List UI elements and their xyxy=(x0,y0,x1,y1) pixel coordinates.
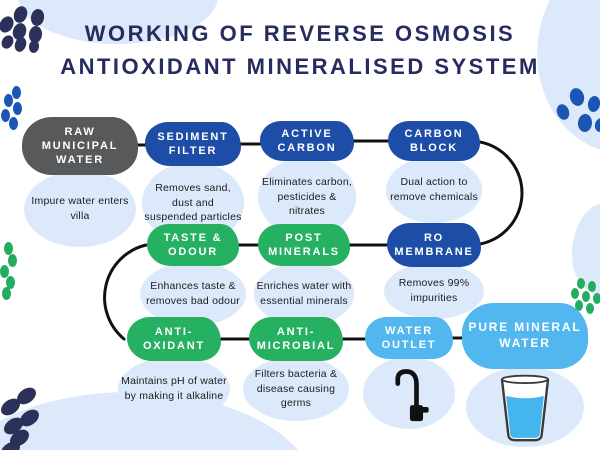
faucet-icon xyxy=(363,357,455,429)
page-title-line2: ANTIOXIDANT MINERALISED SYSTEM xyxy=(60,54,540,79)
stage-pill: TASTE & ODOUR xyxy=(147,224,239,266)
dots-cluster-left-green xyxy=(0,242,22,302)
stage-pill: RO MEMBRANE xyxy=(387,223,481,267)
stage-anti-microbial: ANTI-MICROBIAL Filters bacteria & diseas… xyxy=(243,317,349,421)
connector-loop-left xyxy=(103,243,148,341)
stage-pill: RAW MUNICIPAL WATER xyxy=(22,117,138,175)
stage-taste-odour: TASTE & ODOUR Enhances taste & removes b… xyxy=(140,224,246,326)
stage-post-minerals: POST MINERALS Enriches water with essent… xyxy=(254,224,354,326)
connector-loop-right xyxy=(468,139,524,247)
stage-description: Removes 99% impurities xyxy=(384,263,484,319)
stage-description: Impure water enters villa xyxy=(24,171,136,247)
stage-pill: ACTIVE CARBON xyxy=(260,121,354,161)
stage-ro-membrane: RO MEMBRANE Removes 99% impurities xyxy=(384,223,484,319)
faucet-icon-svg xyxy=(395,369,429,422)
glass-of-water-icon-svg xyxy=(500,374,550,442)
page-title-line1: WORKING OF REVERSE OSMOSIS xyxy=(84,21,516,46)
stage-active-carbon: ACTIVE CARBON Eliminates carbon, pestici… xyxy=(258,121,356,237)
stage-pill: POST MINERALS xyxy=(258,224,350,266)
stage-description: Enhances taste & removes bad odour xyxy=(140,262,246,326)
stage-carbon-block: CARBON BLOCK Dual action to remove chemi… xyxy=(386,121,482,223)
stage-raw-municipal-water: RAW MUNICIPAL WATER Impure water enters … xyxy=(22,117,138,247)
stage-description: Eliminates carbon, pesticides & nitrates xyxy=(258,157,356,237)
page-title: WORKING OF REVERSE OSMOSIS ANTIOXIDANT M… xyxy=(30,17,570,83)
glass-of-water-icon xyxy=(466,367,584,447)
dots-cluster-right-green xyxy=(562,275,600,317)
stage-pill: PURE MINERAL WATER xyxy=(462,303,588,369)
stage-pill: CARBON BLOCK xyxy=(388,121,480,161)
stage-pill: ANTI-MICROBIAL xyxy=(249,317,343,361)
stage-anti-oxidant: ANTI-OXIDANT Maintains pH of water by ma… xyxy=(118,317,230,421)
stage-sediment-filter: SEDIMENT FILTER Removes sand, dust and s… xyxy=(142,122,244,244)
stage-description: Enriches water with essential minerals xyxy=(254,262,354,326)
stage-pure-mineral-water: PURE MINERAL WATER xyxy=(462,303,588,447)
stage-pill: ANTI-OXIDANT xyxy=(127,317,221,361)
stage-pill: WATER OUTLET xyxy=(365,317,453,359)
stage-description: Filters bacteria & disease causing germs xyxy=(243,357,349,421)
dots-cluster-left-blue xyxy=(0,86,26,134)
stage-water-outlet: WATER OUTLET xyxy=(363,317,455,429)
stage-pill: SEDIMENT FILTER xyxy=(145,122,241,166)
stage-description: Maintains pH of water by making it alkal… xyxy=(118,357,230,421)
stage-description: Dual action to remove chemicals xyxy=(386,157,482,223)
